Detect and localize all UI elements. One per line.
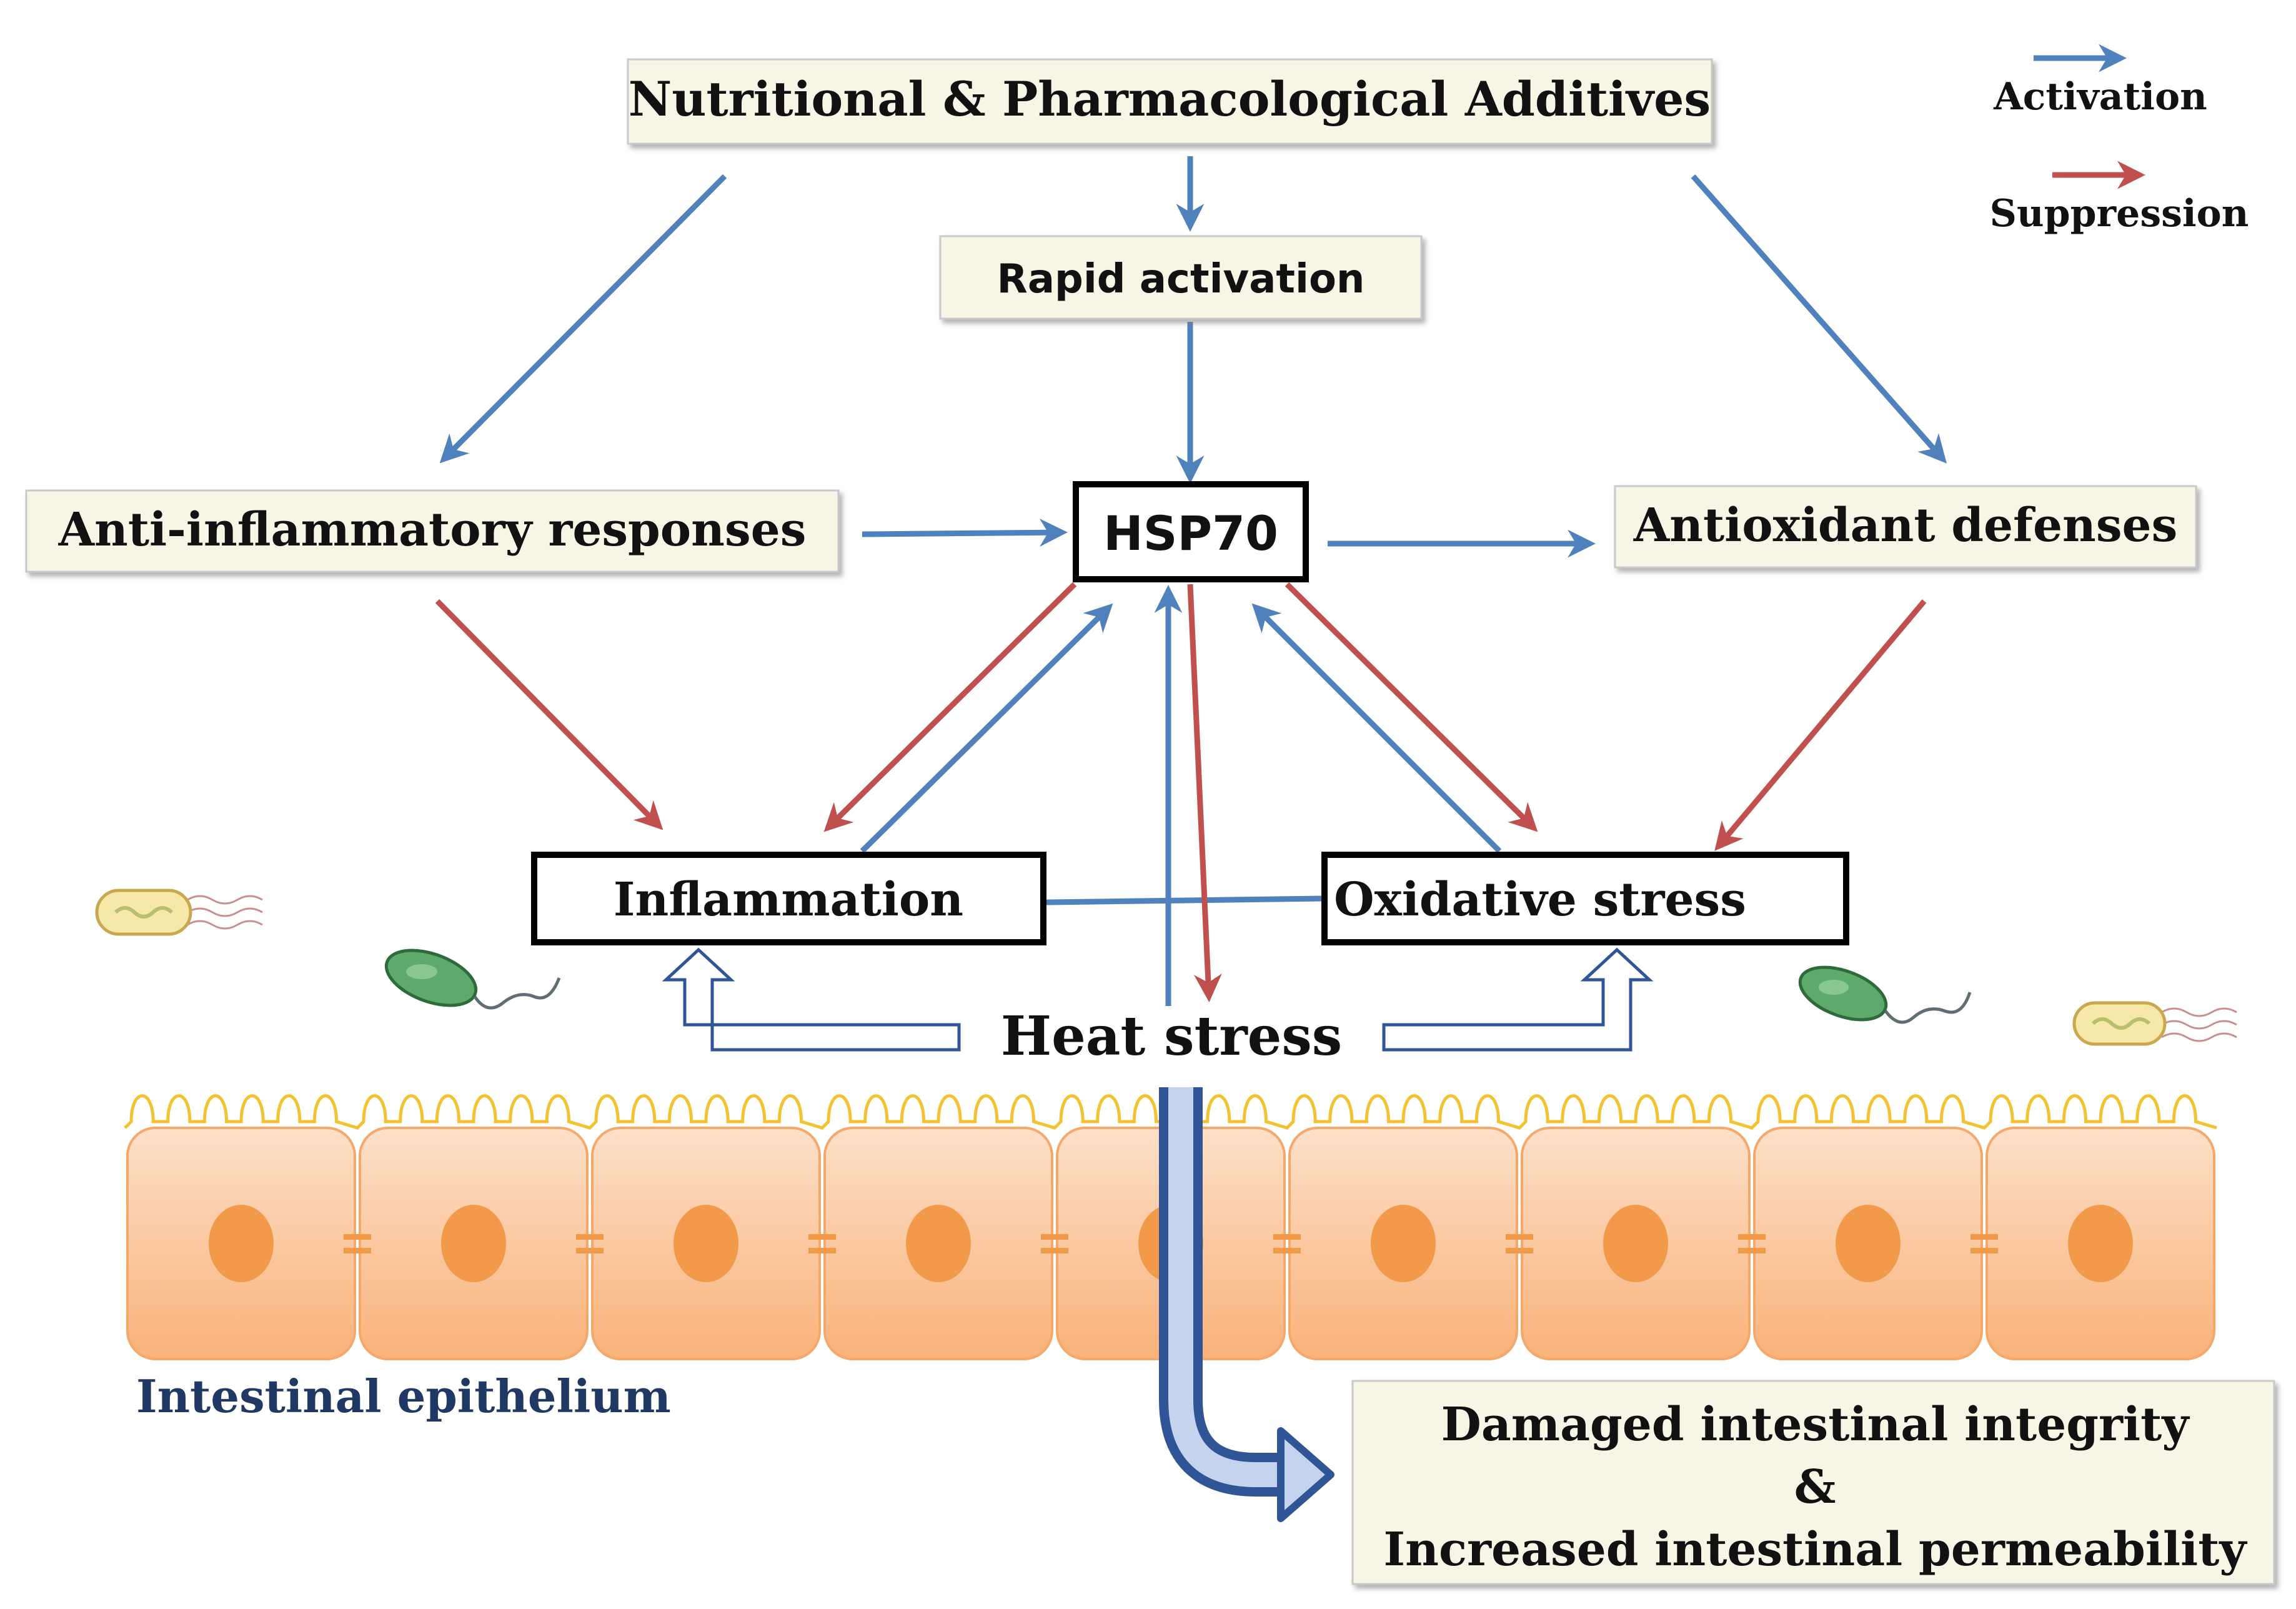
heat-to-outcome-arrow — [1159, 1087, 1334, 1522]
node-inflammation-label: Inflammation — [614, 873, 963, 927]
node-rapid-activation: Rapid activation — [939, 235, 1423, 320]
bacterium-green-right — [1798, 965, 1972, 1024]
node-additives: Nutritional & Pharmacological Additives — [627, 58, 1713, 145]
cell-nucleus — [673, 1205, 738, 1282]
cell-nucleus — [1836, 1205, 1901, 1282]
bacterium-rod-right — [2072, 1001, 2237, 1046]
tight-junction — [576, 1234, 604, 1240]
node-outcome: Damaged intestinal integrity & Increased… — [1351, 1380, 2275, 1585]
bacterium-rod-left — [95, 889, 263, 936]
epithelium-label: Intestinal epithelium — [136, 1370, 671, 1423]
arrow-hsp70-suppresses-heat — [1187, 584, 1222, 1002]
node-outcome-line3: Increased intestinal permeability — [1384, 1523, 2248, 1577]
suppression-arrows — [435, 582, 1927, 1002]
tight-junction — [1738, 1248, 1766, 1253]
tight-junction — [1506, 1248, 1533, 1253]
cell-nucleus — [1371, 1205, 1436, 1282]
node-heat-stress-label: Heat stress — [1001, 1005, 1342, 1068]
tight-junction — [808, 1234, 836, 1240]
tight-junction — [344, 1248, 371, 1253]
intestinal-epithelium — [124, 1094, 2217, 1360]
node-hsp70: HSP70 — [1073, 481, 1309, 582]
tight-junction — [1738, 1234, 1766, 1240]
tight-junction — [1041, 1248, 1068, 1253]
tight-junction — [1506, 1234, 1533, 1240]
arrow-hsp70-suppresses-oxidative — [1285, 582, 1538, 832]
legend: Activation Suppression — [1990, 44, 2249, 236]
activation-arrows — [439, 156, 1947, 1006]
arrow-additives-to-anti-inflammatory — [439, 174, 727, 464]
node-oxidative-stress: Oxidative stress — [1321, 852, 1849, 945]
node-anti-inflammatory: Anti-inflammatory responses — [25, 489, 840, 573]
arrow-anti-inflammatory-suppresses-inflammation — [435, 599, 663, 830]
node-outcome-line2: & — [1794, 1460, 1836, 1514]
arrow-antioxidant-suppresses-oxidative — [1714, 599, 1927, 851]
arrow-hsp70-suppresses-inflammation — [823, 582, 1077, 832]
arrow-anti-inflammatory-to-hsp70 — [862, 518, 1068, 547]
tight-junction — [1273, 1234, 1301, 1240]
node-additives-label: Nutritional & Pharmacological Additives — [629, 71, 1711, 127]
tight-junction — [1041, 1234, 1068, 1240]
tight-junction — [808, 1248, 836, 1253]
node-outcome-line1: Damaged intestinal integrity — [1441, 1398, 2190, 1452]
tight-junction — [1970, 1234, 1998, 1240]
arrow-oxidative-to-inflammation — [997, 889, 1322, 917]
node-rapid-activation-label: Rapid activation — [997, 256, 1365, 302]
hollow-arrow-heat-to-inflammation — [662, 947, 961, 1052]
tight-junction — [576, 1248, 604, 1253]
tight-junction — [1273, 1248, 1301, 1253]
node-antioxidant-label: Antioxidant defenses — [1633, 499, 2177, 552]
cell-nucleus — [906, 1205, 971, 1282]
arrow-inflammation-to-hsp70 — [860, 603, 1113, 854]
legend-suppression-label: Suppression — [1990, 192, 2249, 236]
arrow-oxidative-to-hsp70 — [1251, 603, 1502, 854]
bacterium-green-left — [384, 949, 561, 1010]
arrow-additives-to-antioxidant — [1691, 174, 1947, 464]
cell-nucleus — [441, 1205, 506, 1282]
legend-activation-label: Activation — [1993, 75, 2207, 119]
hollow-arrow-heat-to-oxidative — [1382, 947, 1654, 1052]
node-anti-inflammatory-label: Anti-inflammatory responses — [58, 503, 807, 557]
node-inflammation: Inflammation — [531, 852, 1046, 945]
cell-nucleus — [209, 1205, 274, 1282]
node-hsp70-label: HSP70 — [1103, 506, 1278, 561]
node-antioxidant: Antioxidant defenses — [1614, 485, 2197, 569]
tight-junction — [1970, 1248, 1998, 1253]
tight-junction — [344, 1234, 371, 1240]
cell-nucleus — [1603, 1205, 1668, 1282]
cell-nucleus — [2068, 1205, 2133, 1282]
node-oxidative-stress-label: Oxidative stress — [1334, 873, 1746, 927]
